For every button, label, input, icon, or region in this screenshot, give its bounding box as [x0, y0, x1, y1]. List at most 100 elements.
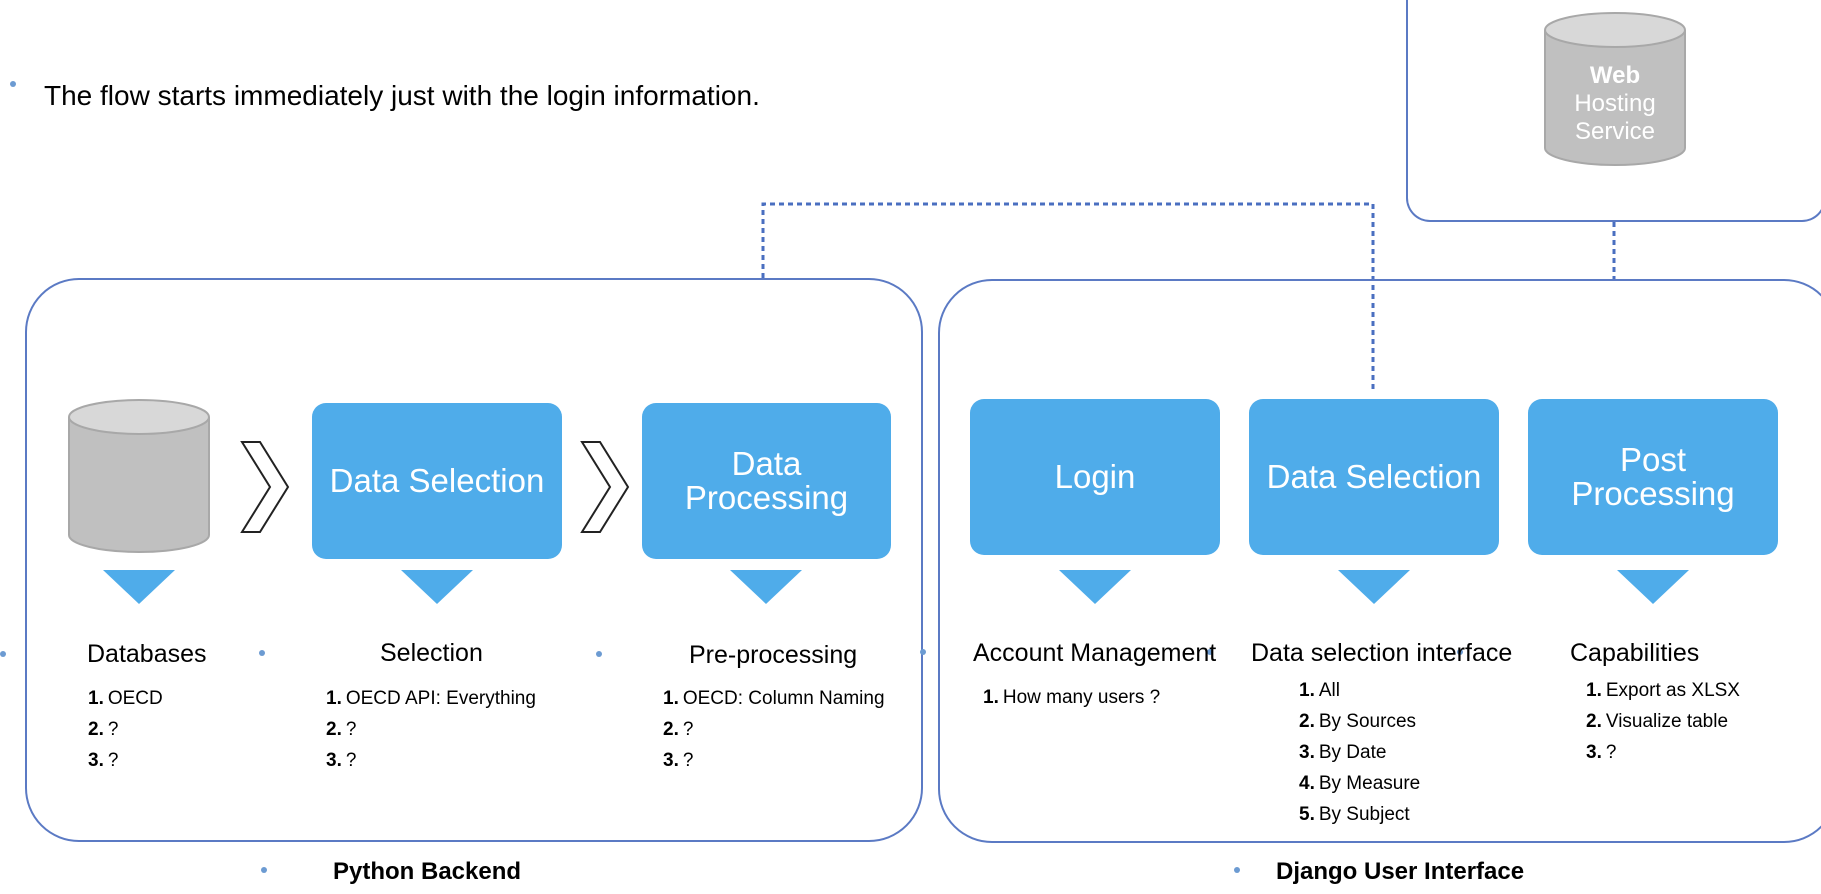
ui-col-list-account: 1.How many users ?	[983, 682, 1160, 713]
list-number: 5.	[1299, 804, 1315, 825]
list-item: 2.?	[326, 714, 536, 745]
list-number: 3.	[326, 750, 342, 771]
backend-data-processing-label-1: Data	[731, 445, 802, 482]
list-number: 1.	[326, 688, 342, 709]
ui-data-selection-label: Data Selection	[1266, 458, 1482, 495]
down-arrow-icon	[103, 570, 175, 604]
backend-data-selection-label: Data Selection	[329, 462, 545, 499]
chevron-right-icon	[240, 441, 290, 533]
bullet-dot	[261, 867, 267, 873]
bullet-dot	[0, 651, 6, 657]
list-item-text: ?	[682, 750, 694, 771]
list-number: 1.	[1299, 680, 1315, 701]
list-item-text: ?	[345, 750, 357, 771]
list-item-text: ?	[682, 719, 694, 740]
python-backend-group	[25, 278, 923, 842]
list-item: 3.?	[663, 745, 885, 776]
list-item-text: OECD API: Everything	[345, 688, 536, 709]
hosting-label-line-3: Service	[1574, 118, 1656, 145]
bullet-dot	[596, 651, 602, 657]
list-number: 3.	[1299, 742, 1315, 763]
bullet-dot	[259, 650, 265, 656]
ui-col-heading-capabilities: Capabilities	[1570, 639, 1700, 667]
login-step: Login	[970, 399, 1220, 555]
backend-col-heading-databases: Databases	[87, 640, 207, 668]
list-item: 3.?	[1586, 737, 1740, 768]
list-item: 3.?	[326, 745, 536, 776]
list-item-text: Visualize table	[1605, 711, 1729, 732]
ui-col-list-capabilities: 1.Export as XLSX 2.Visualize table 3.?	[1586, 675, 1740, 768]
bullet-dot	[1207, 649, 1213, 655]
list-number: 2.	[326, 719, 342, 740]
list-item-text: OECD	[107, 688, 163, 709]
list-number: 2.	[663, 719, 679, 740]
list-item: 2.?	[663, 714, 885, 745]
backend-col-list-preprocessing: 1.OECD: Column Naming 2.? 3.?	[663, 683, 885, 776]
backend-col-heading-preprocessing: Pre-processing	[689, 641, 858, 669]
django-ui-title: Django User Interface	[1276, 858, 1525, 885]
list-number: 4.	[1299, 773, 1315, 794]
list-number: 3.	[1586, 742, 1602, 763]
list-item: 2.Visualize table	[1586, 706, 1740, 737]
list-item: 1.OECD API: Everything	[326, 683, 536, 714]
login-step-label: Login	[1054, 458, 1136, 495]
ui-data-selection-step: Data Selection	[1249, 399, 1499, 555]
list-item: 5.By Subject	[1299, 799, 1420, 830]
chevron-right-icon	[580, 441, 630, 533]
down-arrow-icon	[730, 570, 802, 604]
hosting-label: Web Hosting Service	[1543, 62, 1687, 146]
list-number: 2.	[88, 719, 104, 740]
intro-text: The flow starts immediately just with th…	[44, 80, 760, 111]
list-item: 2.By Sources	[1299, 706, 1420, 737]
python-backend-title: Python Backend	[333, 858, 522, 885]
list-number: 2.	[1586, 711, 1602, 732]
list-item: 1.How many users ?	[983, 682, 1160, 713]
list-item-text: All	[1318, 680, 1340, 701]
ui-col-heading-account: Account Management	[973, 639, 1217, 667]
down-arrow-icon	[1059, 570, 1131, 604]
post-processing-step: Post Processing	[1528, 399, 1778, 555]
hosting-cylinder-icon	[1544, 12, 1686, 166]
list-item: 3.?	[88, 745, 163, 776]
bullet-dot	[1234, 867, 1240, 873]
list-item-text: By Date	[1318, 742, 1387, 763]
ui-col-list-data-selection: 1.All 2.By Sources 3.By Date 4.By Measur…	[1299, 675, 1420, 830]
list-item: 2.?	[88, 714, 163, 745]
list-item-text: By Measure	[1318, 773, 1421, 794]
post-processing-label-1: Post	[1619, 441, 1687, 478]
backend-frontend-connector	[761, 202, 1375, 392]
list-item-text: OECD: Column Naming	[682, 688, 885, 709]
list-item-text: ?	[107, 719, 119, 740]
list-number: 3.	[88, 750, 104, 771]
list-item: 4.By Measure	[1299, 768, 1420, 799]
django-ui-group	[938, 279, 1821, 843]
list-item-text: How many users ?	[1002, 687, 1161, 708]
bullet-dot	[1457, 649, 1463, 655]
list-number: 1.	[663, 688, 679, 709]
list-item-text: ?	[345, 719, 357, 740]
bullet-dot	[920, 649, 926, 655]
hosting-label-bold: Web	[1589, 62, 1641, 89]
ui-col-heading-data-selection: Data selection interface	[1251, 639, 1513, 667]
list-number: 2.	[1299, 711, 1315, 732]
list-item: 1.OECD: Column Naming	[663, 683, 885, 714]
backend-data-processing-step: Data Processing	[642, 403, 891, 559]
down-arrow-icon	[401, 570, 473, 604]
backend-col-list-selection: 1.OECD API: Everything 2.? 3.?	[326, 683, 536, 776]
post-processing-label-2: Processing	[1571, 475, 1735, 512]
list-item-text: By Subject	[1318, 804, 1410, 825]
list-item: 1.OECD	[88, 683, 163, 714]
backend-col-list-databases: 1.OECD 2.? 3.?	[88, 683, 163, 776]
list-item: 1.All	[1299, 675, 1420, 706]
down-arrow-icon	[1338, 570, 1410, 604]
list-number: 1.	[88, 688, 104, 709]
list-number: 1.	[1586, 680, 1602, 701]
list-item-text: ?	[107, 750, 119, 771]
list-number: 3.	[663, 750, 679, 771]
list-item-text: ?	[1605, 742, 1617, 763]
list-item-text: Export as XLSX	[1605, 680, 1740, 701]
down-arrow-icon	[1617, 570, 1689, 604]
list-item: 1.Export as XLSX	[1586, 675, 1740, 706]
hosting-box	[1406, 0, 1821, 222]
